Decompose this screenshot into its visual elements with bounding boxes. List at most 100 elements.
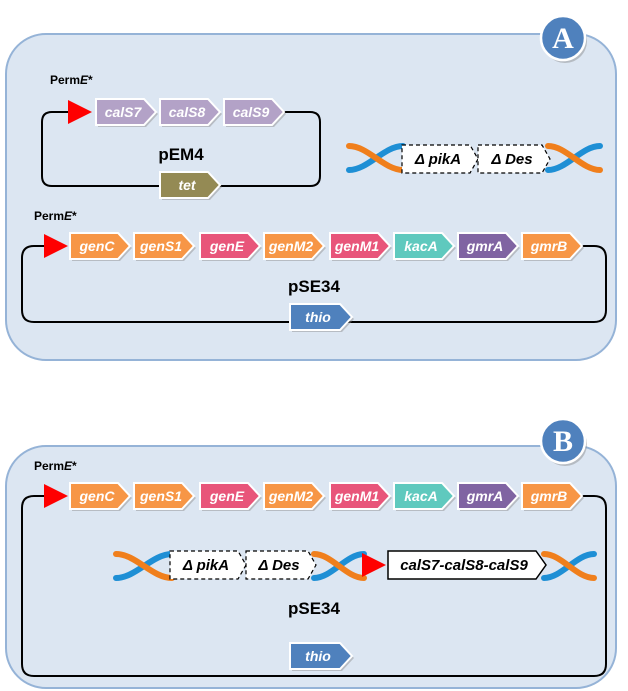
insert-box: calS7-calS8-calS9 (387, 550, 547, 580)
gene-arrow-shape (159, 171, 222, 199)
gene-label: gmrB (530, 488, 568, 504)
gene-label: genM1 (334, 238, 380, 254)
gene-label: gmrA (466, 238, 504, 254)
marker-arrow: thio (289, 642, 354, 671)
badge-letter: A (552, 22, 574, 55)
gene-label: thio (305, 648, 331, 664)
promoter: PermE* (34, 209, 77, 258)
gene-arrow-shape (521, 482, 584, 510)
gene-label: calS9 (233, 104, 270, 120)
gene-arrow-shape (289, 642, 354, 670)
gene-label: kacA (404, 238, 437, 254)
promoter-arrow-icon (44, 484, 68, 508)
helix-strand-orange (541, 551, 597, 581)
gene-label: genS1 (139, 238, 182, 254)
gene-arrow: genE (199, 482, 262, 511)
gene-label: gmrA (466, 488, 504, 504)
gene-label: genC (79, 238, 116, 254)
promoter-label: PermE* (34, 209, 77, 223)
gene-arrow: calS9 (223, 98, 286, 127)
plasmid-name: pSE34 (288, 599, 341, 618)
plasmid-name: pEM4 (158, 145, 204, 164)
gene-label: genM1 (334, 488, 380, 504)
gene-arrow: kacA (393, 482, 456, 511)
gene-arrow-shape (457, 232, 520, 260)
gene-label: calS7 (105, 104, 143, 120)
deletion-box-shape (245, 550, 317, 580)
deletion-label: Δ pikA (414, 151, 461, 168)
gene-arrow-shape (159, 98, 222, 126)
gene-arrow-shape (263, 482, 326, 510)
gene-arrow-shape (393, 482, 456, 510)
marker-arrow: tet (159, 171, 222, 200)
gene-arrow: genM2 (263, 232, 326, 261)
plasmid-name: pSE34 (288, 277, 341, 296)
gene-label: gmrB (530, 238, 568, 254)
plasmid-backbone (21, 495, 607, 677)
helix-strand-orange (113, 551, 175, 581)
gene-arrow-shape (329, 482, 392, 510)
chromosome-b: Δ pikA Δ Des calS7-calS8-calS9 (113, 550, 597, 581)
plasmid-pse34-b: PermE* genC genS1 genE genM2 genM1 kacA gmrA gmr… (21, 459, 607, 677)
chromosome-a: Δ pikA Δ Des (346, 143, 603, 174)
helix-strand-orange (346, 143, 406, 173)
dna-helix-left (346, 143, 406, 173)
gene-arrow-shape (263, 232, 326, 260)
gene-arrow-shape (69, 482, 132, 510)
helix-strand-orange (311, 551, 367, 581)
dna-helix-left (113, 551, 175, 581)
gene-arrow: genE (199, 232, 262, 261)
gene-label: genM2 (268, 488, 314, 504)
gene-arrow: genM2 (263, 482, 326, 511)
insert-box-shape (387, 550, 547, 580)
gene-label: genE (209, 488, 245, 504)
gene-arrow-shape (133, 232, 196, 260)
gene-arrow-shape (289, 303, 354, 331)
gene-arrow: genS1 (133, 482, 196, 511)
deletion-box: Δ pikA (169, 550, 247, 580)
deletion-box: Δ Des (477, 144, 551, 174)
dna-helix-mid (311, 551, 367, 581)
deletion-label: Δ Des (257, 557, 299, 574)
gene-arrow-shape (199, 482, 262, 510)
insert-label: calS7-calS8-calS9 (400, 557, 528, 574)
panel-badge: B (539, 417, 587, 466)
gene-arrow-shape (393, 232, 456, 260)
badge-circle (539, 14, 587, 62)
panel-a (5, 33, 617, 361)
gene-label: genM2 (268, 238, 314, 254)
promoter-arrow-icon (68, 100, 92, 124)
deletion-box: Δ pikA (401, 144, 479, 174)
deletion-box: Δ Des (245, 550, 317, 580)
gene-arrow-shape (69, 232, 132, 260)
dna-helix-right (545, 143, 603, 173)
gene-arrow-shape (329, 232, 392, 260)
gene-arrow: gmrB (521, 482, 584, 511)
gene-arrow: gmrA (457, 482, 520, 511)
plasmid-pse34-a: PermE* genC genS1 genE genM2 genM1 kacA gmrA gmr… (21, 209, 607, 332)
gene-arrow: genS1 (133, 232, 196, 261)
gene-arrow: gmrA (457, 232, 520, 261)
deletion-label: Δ pikA (182, 557, 229, 574)
gene-arrow-shape (133, 482, 196, 510)
gene-arrow: calS8 (159, 98, 222, 127)
gene-arrow-shape (95, 98, 158, 126)
marker-arrow: thio (289, 303, 354, 332)
gene-arrow-shape (457, 482, 520, 510)
gene-arrow: kacA (393, 232, 456, 261)
gene-label: genS1 (139, 488, 182, 504)
panel-badge: A (539, 14, 587, 63)
deletion-box-shape (477, 144, 551, 174)
deletion-label: Δ Des (490, 151, 532, 168)
gene-arrow: calS7 (95, 98, 158, 127)
promoter: PermE* (34, 459, 77, 508)
badge-letter: B (553, 425, 573, 458)
helix-strand-orange (545, 143, 603, 173)
promoter-label: PermE* (34, 459, 77, 473)
gene-arrow: genC (69, 482, 132, 511)
deletion-box-shape (401, 144, 479, 174)
gene-arrow-shape (521, 232, 584, 260)
gene-arrow-shape (223, 98, 286, 126)
